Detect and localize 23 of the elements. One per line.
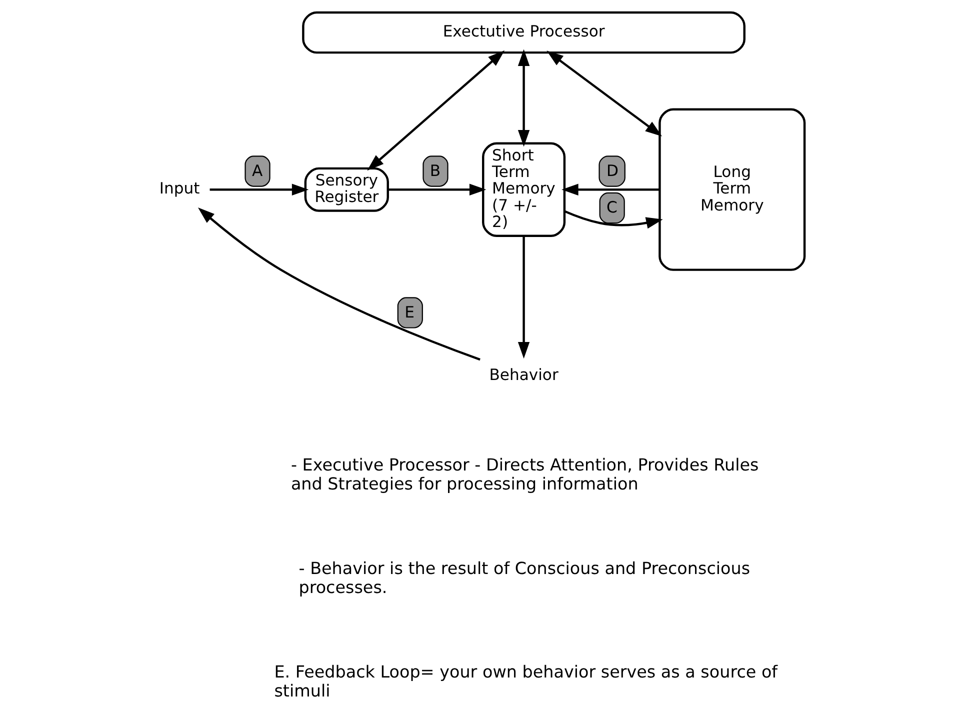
node-box: Exectutive Processor — [302, 11, 746, 54]
arrow — [518, 49, 530, 147]
arrow — [564, 210, 663, 229]
arrow — [546, 50, 662, 136]
edge-label: E — [404, 303, 414, 322]
edge-label: A — [252, 162, 263, 180]
label: - Behavior is the result of Conscious and Preconscious processes. — [298, 558, 750, 597]
arrow — [367, 50, 505, 171]
node-box: Short Term Memory (7 +/- 2) — [482, 142, 566, 237]
edge-label: C — [606, 198, 618, 217]
node-text: Input — [159, 180, 200, 198]
node-box: Long Term Memory — [658, 108, 806, 271]
arrow — [518, 236, 530, 359]
edge-label: D — [606, 162, 619, 180]
label: - Executive Processor - Directs Attention, Provides Rules and Strategies for processing information — [290, 454, 759, 494]
edge-label: B — [430, 162, 441, 180]
arrow — [210, 184, 309, 196]
arrow — [198, 208, 480, 361]
label: E. Feedback Loop= your own behavior serves as a source of stimuli — [274, 662, 778, 701]
arrow — [388, 184, 486, 196]
node-text: Behavior — [489, 366, 558, 384]
arrow — [562, 184, 660, 196]
node-box: Sensory Register — [304, 167, 389, 212]
